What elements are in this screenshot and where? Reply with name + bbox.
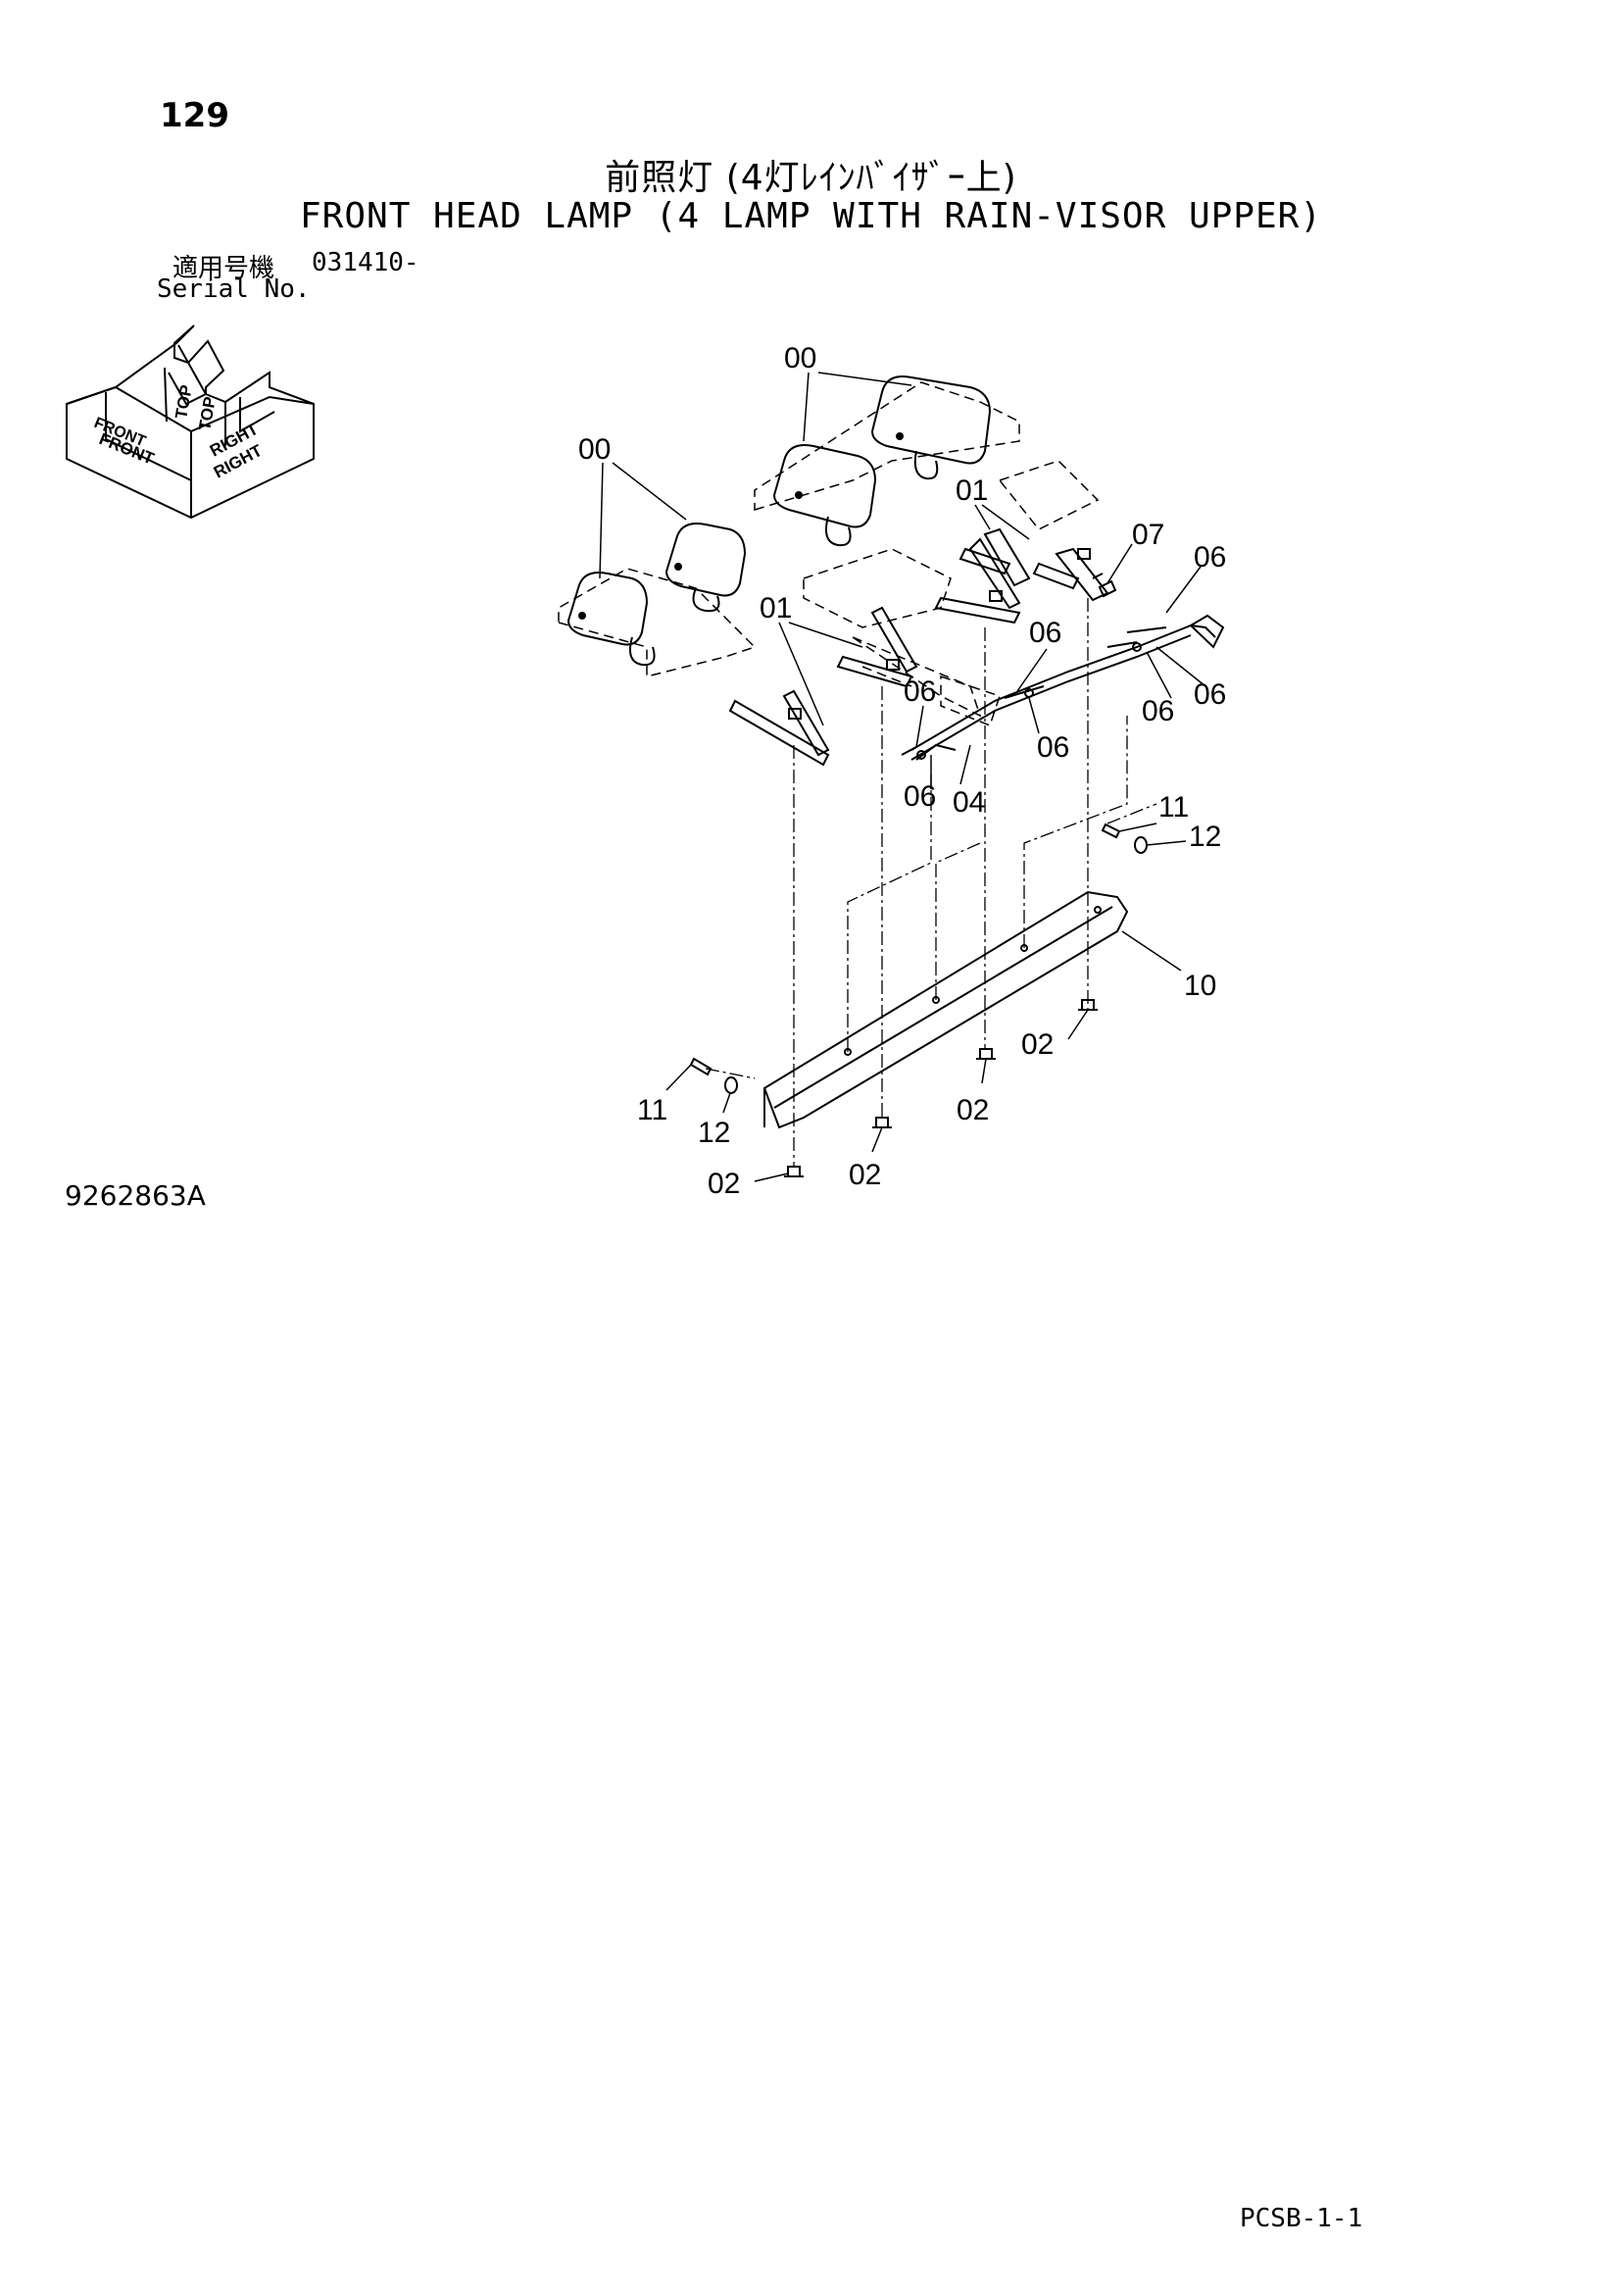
orientation-top-label-shadow: TOP xyxy=(195,395,220,431)
bracket-nut-4 xyxy=(788,708,802,720)
serial-value: 031410- xyxy=(312,248,419,277)
mounting-guides xyxy=(705,598,1157,1167)
callout-washer-12-right: 12 xyxy=(1189,821,1221,853)
callout-lamp-upper: 00 xyxy=(784,342,816,374)
callout-harness-04: 04 xyxy=(953,786,985,819)
washer-12-right xyxy=(1134,836,1148,854)
callout-clip-06-b: 06 xyxy=(1029,617,1061,649)
serial-label-english: Serial No. xyxy=(157,275,311,304)
page-title-japanese: 前照灯 (4灯ﾚｲﾝﾊﾞｲｻﾞｰ上) xyxy=(605,158,1017,198)
callouts: 00 00 01 01 07 06 06 06 06 06 06 06 04 1… xyxy=(578,342,1226,1200)
lamp-group-left xyxy=(566,523,747,667)
serial-label-japanese: 適用号機 xyxy=(172,254,275,283)
lamp-group-upper xyxy=(772,375,992,547)
lamp-upper-right xyxy=(870,375,992,465)
wire-harness xyxy=(901,614,1225,761)
bracket-nut-1 xyxy=(1077,548,1091,560)
bracket-5 xyxy=(728,689,830,767)
footer-code: PCSB-1-1 xyxy=(1240,2204,1363,2233)
orientation-top-label: TOP xyxy=(172,383,196,420)
bracket-2 xyxy=(958,527,1031,587)
dashed-guides xyxy=(558,381,1100,726)
bolt-11-left xyxy=(689,1057,713,1076)
lamp-left-right xyxy=(664,523,747,597)
callout-lamp-left: 00 xyxy=(578,433,611,466)
bracket-1 xyxy=(1032,547,1109,602)
orientation-indicator: FRONT FRONT TOP TOP RIGHT RIGHT xyxy=(66,324,315,520)
callout-washer-12-left: 12 xyxy=(698,1117,730,1149)
callout-clip-06-a: 06 xyxy=(1194,541,1226,574)
bracket-3 xyxy=(934,537,1021,624)
washer-12-left xyxy=(724,1076,738,1094)
bolt-02-a xyxy=(784,1166,804,1177)
callout-bracket-upper: 01 xyxy=(956,474,988,507)
callout-bracket-lower: 01 xyxy=(760,592,792,624)
stay-10 xyxy=(762,890,1129,1129)
lamp-upper-left xyxy=(772,444,877,528)
bracket-nut-3 xyxy=(886,659,900,671)
leader-lines xyxy=(599,372,1206,1182)
callout-bolt-02-c: 02 xyxy=(957,1094,989,1126)
callout-clip-06-g: 06 xyxy=(904,780,936,813)
bracket-nut-2 xyxy=(989,590,1003,602)
callout-bolt-02-a: 02 xyxy=(708,1168,740,1200)
lamp-left-left xyxy=(566,572,649,646)
callout-bolt-02-d: 02 xyxy=(1021,1028,1054,1061)
lamp-upper-right-bracket xyxy=(913,450,939,480)
lamp-upper-left-bracket xyxy=(825,516,852,547)
callout-clip-06-f: 06 xyxy=(1037,731,1069,764)
lamp-left-left-bracket xyxy=(629,636,656,667)
callout-clamp-07: 07 xyxy=(1132,519,1164,551)
lamp-left-right-bracket xyxy=(692,587,720,613)
bracket-group xyxy=(728,527,1109,767)
page-number: 129 xyxy=(160,96,229,135)
callout-clip-06-c: 06 xyxy=(1194,678,1226,711)
page-title-english: FRONT HEAD LAMP (4 LAMP WITH RAIN-VISOR … xyxy=(300,196,1322,236)
drawing-number: 9262863A xyxy=(65,1179,206,1212)
bolt-02-b xyxy=(872,1117,892,1128)
callout-bolt-11-left: 11 xyxy=(637,1094,667,1126)
fasteners xyxy=(689,823,1148,1177)
bracket-4 xyxy=(836,606,918,688)
callout-stay-10: 10 xyxy=(1184,970,1216,1002)
callout-clip-06-e: 06 xyxy=(904,675,936,708)
callout-clip-06-d: 06 xyxy=(1142,695,1174,727)
callout-bolt-11-right: 11 xyxy=(1158,791,1189,824)
bolt-11-right xyxy=(1101,823,1121,839)
callout-bolt-02-b: 02 xyxy=(849,1159,881,1191)
clamp-07 xyxy=(1098,579,1117,598)
bolt-02-c xyxy=(976,1048,996,1060)
